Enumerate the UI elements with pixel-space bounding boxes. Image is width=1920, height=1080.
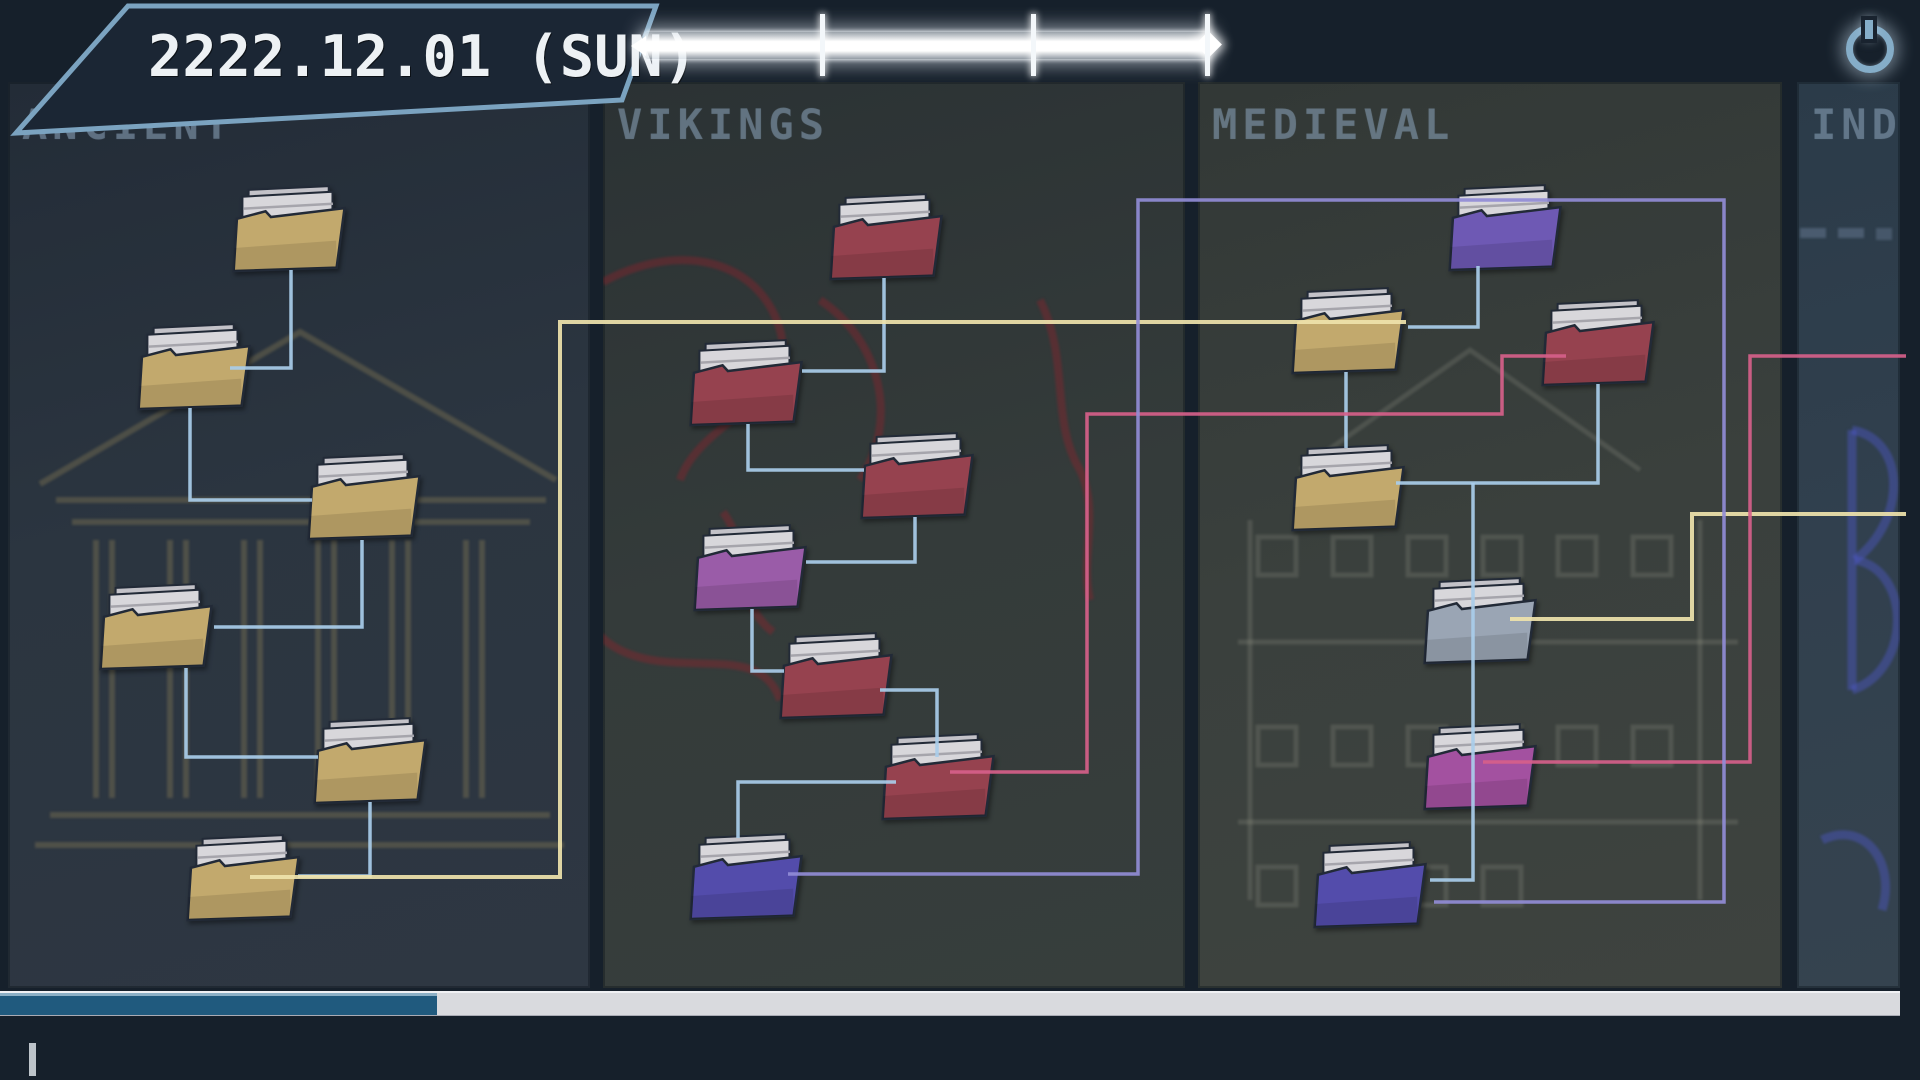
tech-link-blue bbox=[1396, 384, 1600, 485]
folder-node-v1[interactable] bbox=[828, 191, 948, 281]
folder-node-a4[interactable] bbox=[98, 581, 218, 671]
tech-link-blue bbox=[184, 668, 318, 759]
folder-node-m5[interactable] bbox=[1422, 575, 1542, 665]
tech-link-blue bbox=[298, 802, 372, 878]
castle-sketch bbox=[1238, 346, 1738, 908]
scrollbar-thumb[interactable] bbox=[0, 993, 437, 1015]
industrial-sketch bbox=[1800, 228, 1900, 912]
tech-link-pink bbox=[950, 354, 1566, 774]
folder-node-m7[interactable] bbox=[1312, 839, 1432, 929]
tech-link-blue bbox=[802, 278, 886, 373]
tech-link-blue bbox=[1430, 483, 1475, 882]
tech-link-blue bbox=[880, 688, 939, 757]
tech-link-blue bbox=[750, 609, 784, 673]
folder-node-a2[interactable] bbox=[136, 321, 256, 411]
folder-node-m3[interactable] bbox=[1540, 297, 1660, 387]
folder-node-v5[interactable] bbox=[778, 630, 898, 720]
folder-node-a1[interactable] bbox=[231, 183, 351, 273]
scrollbar-track[interactable] bbox=[0, 991, 1900, 1016]
tech-link-blue bbox=[1408, 266, 1480, 329]
tech-link-blue bbox=[736, 780, 896, 838]
era-panel-industrial: IND bbox=[1797, 82, 1900, 988]
bottom-left-marker bbox=[29, 1043, 36, 1076]
panel-title-medieval: MEDIEVAL bbox=[1212, 100, 1455, 149]
tech-link-blue bbox=[230, 270, 293, 370]
folder-node-v2[interactable] bbox=[688, 337, 808, 427]
folder-node-v3[interactable] bbox=[859, 430, 979, 520]
folder-node-v4[interactable] bbox=[692, 522, 812, 612]
power-button[interactable] bbox=[1842, 20, 1896, 75]
tech-link-blue bbox=[806, 517, 917, 564]
tech-link-blue bbox=[746, 424, 864, 472]
tech-link-yellow bbox=[1510, 512, 1906, 621]
folder-node-a5[interactable] bbox=[312, 715, 432, 805]
tech-link-blue bbox=[188, 408, 312, 502]
tech-link-yellow bbox=[250, 320, 1406, 879]
tech-link-lavender bbox=[788, 198, 1726, 904]
tech-link-pink bbox=[1483, 354, 1906, 764]
folder-node-a3[interactable] bbox=[306, 451, 426, 541]
folder-node-a6[interactable] bbox=[185, 832, 305, 922]
panel-title-industrial: IND bbox=[1811, 100, 1900, 149]
tech-link-blue bbox=[214, 540, 364, 629]
folder-node-m4[interactable] bbox=[1290, 442, 1410, 532]
folder-node-v7[interactable] bbox=[688, 831, 808, 921]
